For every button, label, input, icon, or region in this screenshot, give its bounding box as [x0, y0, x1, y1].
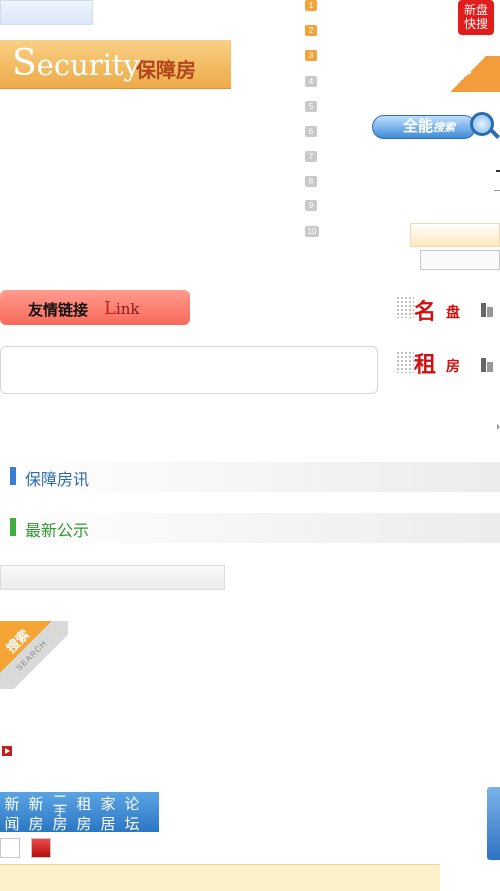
rank-badge-3: 3 [305, 50, 317, 61]
new-house-quick-search-badge[interactable]: 新盘 快搜 [458, 0, 494, 35]
rank-badge-5: 5 [305, 101, 317, 112]
friend-link-banner: 友情链接 Link [0, 290, 190, 325]
magnifier-icon[interactable] [470, 112, 494, 136]
nav-char[interactable]: 新 [4, 795, 20, 813]
yellow-tab[interactable] [410, 223, 500, 247]
color-swatch-white[interactable] [0, 838, 20, 858]
nav-char[interactable]: 闻 [4, 815, 20, 833]
grey-tab-bar[interactable] [0, 565, 225, 590]
nav-char[interactable]: 居 [100, 815, 116, 833]
color-swatch-red[interactable] [31, 838, 51, 858]
building-icon-2 [481, 358, 493, 372]
rank-badge-9: 9 [305, 200, 317, 211]
nav-char[interactable]: 房 [76, 815, 92, 833]
search-input[interactable] [420, 250, 500, 270]
search-corner-badge[interactable]: 搜索 SEARCH [0, 621, 68, 689]
rank-badge-2: 2 [305, 25, 317, 36]
play-arrow-icon[interactable] [2, 746, 12, 756]
nav-char[interactable]: 二 [52, 792, 68, 810]
dots-icon [396, 296, 414, 318]
rank-badge-8: 8 [305, 176, 317, 187]
nav-char[interactable]: 坛 [124, 815, 140, 833]
rental-sub[interactable]: 房 [446, 358, 460, 374]
friend-link-panel [0, 346, 378, 394]
divider-mark-2 [494, 190, 500, 191]
security-en-title: Security [12, 43, 140, 84]
divider-mark [496, 170, 500, 172]
nav-char[interactable]: 论 [124, 795, 140, 813]
dots-icon-2 [396, 351, 414, 373]
rank-badge-6: 6 [305, 126, 317, 137]
security-housing-banner[interactable]: Security 保障房 [0, 40, 231, 89]
category-nav-grid: 新 新 二 手 租 家 论 闻 房 房 房 居 坛 [0, 792, 159, 833]
rank-badge-1: 1 [305, 0, 317, 11]
heading-bar [10, 467, 16, 485]
latest-notice-heading: 最新公示 [0, 513, 500, 543]
nav-char[interactable]: 租 [76, 795, 92, 813]
all-search-button[interactable]: 全能搜索 [372, 115, 476, 139]
nav-char[interactable]: 家 [100, 795, 116, 813]
nav-char[interactable]: 房 [52, 815, 68, 833]
arrow-right-icon[interactable] [497, 424, 500, 430]
famous-estate-sub[interactable]: 盘 [446, 304, 460, 320]
side-blue-tab[interactable] [487, 787, 500, 860]
heading-bar-2 [10, 518, 16, 536]
rental-label[interactable]: 租 [414, 352, 437, 377]
housing-news-heading: 保障房讯 [0, 462, 500, 492]
top-tab[interactable] [0, 0, 93, 25]
rank-badge-10: 10 [305, 226, 319, 237]
bottom-info-bar [0, 864, 440, 891]
rank-badge-4: 4 [305, 76, 317, 87]
security-cn-title: 保障房 [136, 58, 196, 82]
building-icon [481, 303, 493, 317]
nav-char[interactable]: 房 [28, 815, 44, 833]
rank-badge-7: 7 [305, 151, 317, 162]
home-decor-corner[interactable]: 家居 [436, 56, 500, 92]
nav-char[interactable]: 新 [28, 795, 44, 813]
magnifier-handle-icon [490, 129, 500, 139]
nav-char[interactable]: 手 [53, 804, 66, 818]
famous-estate-label[interactable]: 名 [414, 299, 437, 324]
